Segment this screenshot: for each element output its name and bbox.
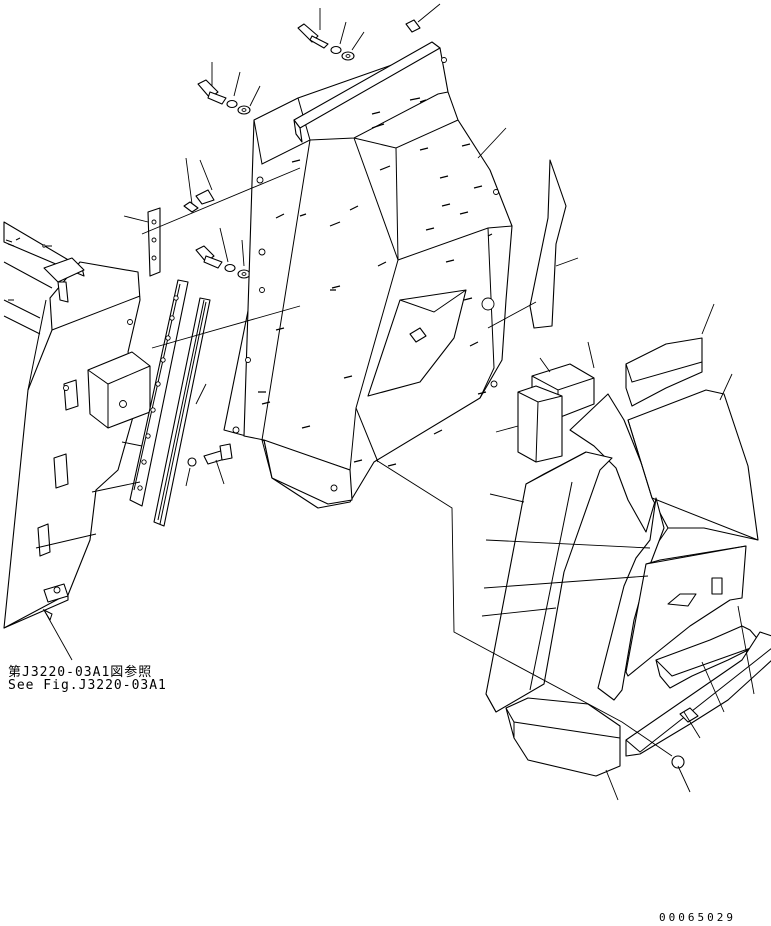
- reference-note-japanese: 第J3220-03A1図参照: [8, 665, 153, 680]
- leader-lines: [35, 3, 755, 801]
- fastener-bolts: [183, 19, 421, 467]
- left-frame: [3, 221, 151, 661]
- insulation-front-panel: [485, 451, 613, 713]
- insulation-mid-block: [625, 545, 747, 677]
- left-margin-marks: [5, 239, 46, 248]
- gasket-strip: [529, 159, 567, 329]
- bottom-pad: [505, 697, 621, 777]
- drawing-number: 00065029: [659, 911, 736, 924]
- mounting-rail: [129, 279, 189, 507]
- reference-note-english: See Fig.J3220-03A1: [8, 678, 167, 693]
- foam-pad-top-right: [625, 337, 703, 407]
- insulation-block-right: [627, 389, 759, 561]
- bracket-strip-upper: [147, 207, 161, 277]
- insulation-corner-panel: [597, 497, 665, 701]
- seal-strip: [153, 297, 211, 527]
- foam-lower-right: [625, 631, 771, 757]
- grommet: [671, 755, 685, 769]
- main-duct-box: [223, 41, 513, 509]
- foam-block-rear: [517, 385, 563, 463]
